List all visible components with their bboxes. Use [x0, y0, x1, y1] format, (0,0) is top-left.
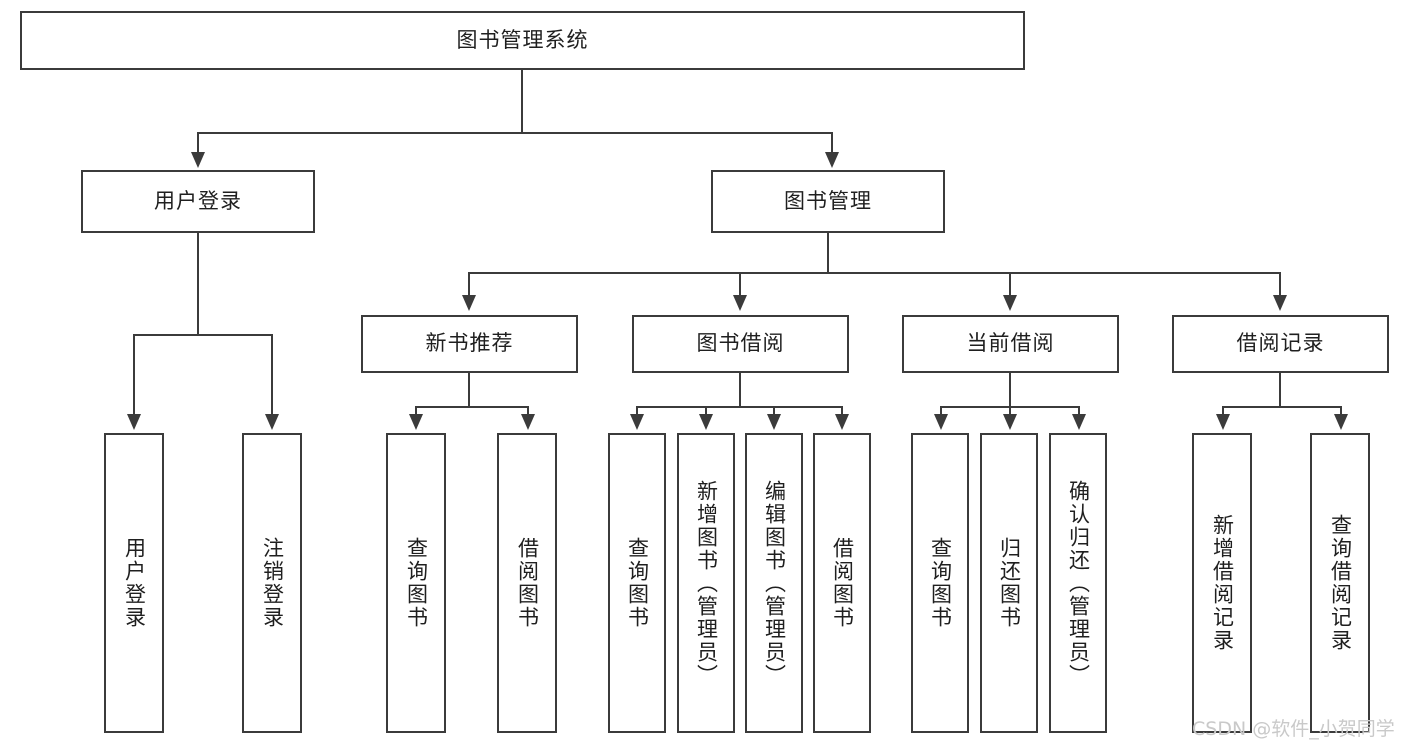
arrow-to-new-book-recommend-icon [462, 295, 476, 311]
connector-new-book-bus [415, 406, 529, 408]
arrow-current-borrow-leaf-1-icon [1003, 414, 1017, 430]
node-root-book-management-system[interactable]: 图书管理系统 [20, 11, 1025, 70]
leaf-current-borrow-2[interactable]: 确认归还（管理员） [1049, 433, 1107, 733]
connector-current-borrow-to-leaf-0 [940, 406, 942, 420]
leaf-new-book-recommend-0[interactable]: 查询图书 [386, 433, 446, 733]
connector-book-borrow-to-leaf-2 [773, 406, 775, 420]
arrow-user-login-to-leaf-1-icon [265, 414, 279, 430]
connector-current-borrow-to-leaf-1 [1009, 406, 1011, 420]
connector-book-management-to-book-borrow [739, 272, 741, 300]
node-label: 注销登录 [260, 537, 285, 629]
connector-borrow-record-to-leaf-1 [1340, 406, 1342, 420]
node-label: 查询图书 [625, 537, 650, 629]
leaf-book-borrow-3[interactable]: 借阅图书 [813, 433, 871, 733]
node-label: 当前借阅 [966, 331, 1055, 356]
node-borrow-record[interactable]: 借阅记录 [1172, 315, 1389, 373]
leaf-user-login-0[interactable]: 用户登录 [104, 433, 164, 733]
arrow-borrow-record-leaf-1-icon [1334, 414, 1348, 430]
arrow-book-borrow-leaf-2-icon [767, 414, 781, 430]
connector-root-to-book-management [831, 132, 833, 158]
node-label: 借阅图书 [515, 537, 540, 629]
node-book-management[interactable]: 图书管理 [711, 170, 945, 233]
leaf-user-login-1[interactable]: 注销登录 [242, 433, 302, 733]
arrow-new-book-leaf-0-icon [409, 414, 423, 430]
node-label: 编辑图书（管理员） [762, 479, 787, 687]
node-new-book-recommend[interactable]: 新书推荐 [361, 315, 578, 373]
connector-user-login-bus [133, 334, 273, 336]
connector-book-borrow-to-leaf-3 [841, 406, 843, 420]
connector-book-management-stem [827, 233, 829, 274]
connector-new-book-stem [468, 373, 470, 407]
connector-user-login-stem [197, 233, 199, 335]
connector-current-borrow-to-leaf-2 [1078, 406, 1080, 420]
node-label: 借阅图书 [830, 537, 855, 629]
arrow-current-borrow-leaf-2-icon [1072, 414, 1086, 430]
connector-user-login-to-leaf-0 [133, 334, 135, 420]
arrow-to-borrow-record-icon [1273, 295, 1287, 311]
node-label: 确认归还（管理员） [1066, 479, 1091, 687]
node-label: 查询借阅记录 [1328, 514, 1353, 652]
node-book-borrow[interactable]: 图书借阅 [632, 315, 849, 373]
arrow-book-borrow-leaf-3-icon [835, 414, 849, 430]
connector-new-book-to-leaf-1 [527, 406, 529, 420]
connector-book-management-to-borrow-record [1279, 272, 1281, 300]
arrow-to-current-borrow-icon [1003, 295, 1017, 311]
leaf-book-borrow-1[interactable]: 新增图书（管理员） [677, 433, 735, 733]
node-label: 新书推荐 [425, 331, 514, 356]
connector-current-borrow-stem [1009, 373, 1011, 407]
node-label: 用户登录 [122, 537, 147, 629]
leaf-borrow-record-0[interactable]: 新增借阅记录 [1192, 433, 1252, 733]
arrow-book-borrow-leaf-0-icon [630, 414, 644, 430]
arrow-root-to-user-login-icon [191, 152, 205, 168]
leaf-book-borrow-0[interactable]: 查询图书 [608, 433, 666, 733]
connector-borrow-record-bus [1222, 406, 1342, 408]
watermark-text: CSDN @软件_小贺同学 [1192, 718, 1395, 740]
leaf-new-book-recommend-1[interactable]: 借阅图书 [497, 433, 557, 733]
node-label: 归还图书 [997, 537, 1022, 629]
node-label: 图书管理系统 [456, 27, 589, 52]
connector-borrow-record-to-leaf-0 [1222, 406, 1224, 420]
arrow-book-borrow-leaf-1-icon [699, 414, 713, 430]
leaf-current-borrow-0[interactable]: 查询图书 [911, 433, 969, 733]
arrow-new-book-leaf-1-icon [521, 414, 535, 430]
arrow-to-book-borrow-icon [733, 295, 747, 311]
node-label: 新增借阅记录 [1210, 514, 1235, 652]
connector-root-stem [521, 70, 523, 133]
node-label: 图书借阅 [696, 331, 785, 356]
connector-new-book-to-leaf-0 [415, 406, 417, 420]
arrow-root-to-book-management-icon [825, 152, 839, 168]
connector-book-borrow-stem [739, 373, 741, 407]
node-label: 借阅记录 [1236, 331, 1325, 356]
arrow-user-login-to-leaf-0-icon [127, 414, 141, 430]
connector-book-management-to-current-borrow [1009, 272, 1011, 300]
connector-book-borrow-to-leaf-0 [636, 406, 638, 420]
arrow-current-borrow-leaf-0-icon [934, 414, 948, 430]
node-label: 图书管理 [784, 188, 872, 213]
connector-root-to-user-login [197, 132, 199, 158]
leaf-current-borrow-1[interactable]: 归还图书 [980, 433, 1038, 733]
connector-borrow-record-stem [1279, 373, 1281, 407]
connector-user-login-to-leaf-1 [271, 334, 273, 420]
connector-book-borrow-to-leaf-1 [705, 406, 707, 420]
node-label: 新增图书（管理员） [694, 479, 719, 687]
connector-book-borrow-bus [636, 406, 842, 408]
connector-root-bus [197, 132, 833, 134]
node-label: 查询图书 [928, 537, 953, 629]
node-label: 用户登录 [154, 188, 242, 213]
leaf-book-borrow-2[interactable]: 编辑图书（管理员） [745, 433, 803, 733]
node-label: 查询图书 [404, 537, 429, 629]
connector-book-management-bus [468, 272, 1280, 274]
leaf-borrow-record-1[interactable]: 查询借阅记录 [1310, 433, 1370, 733]
node-current-borrow[interactable]: 当前借阅 [902, 315, 1119, 373]
connector-book-management-to-new-book [468, 272, 470, 300]
node-user-login[interactable]: 用户登录 [81, 170, 315, 233]
arrow-borrow-record-leaf-0-icon [1216, 414, 1230, 430]
